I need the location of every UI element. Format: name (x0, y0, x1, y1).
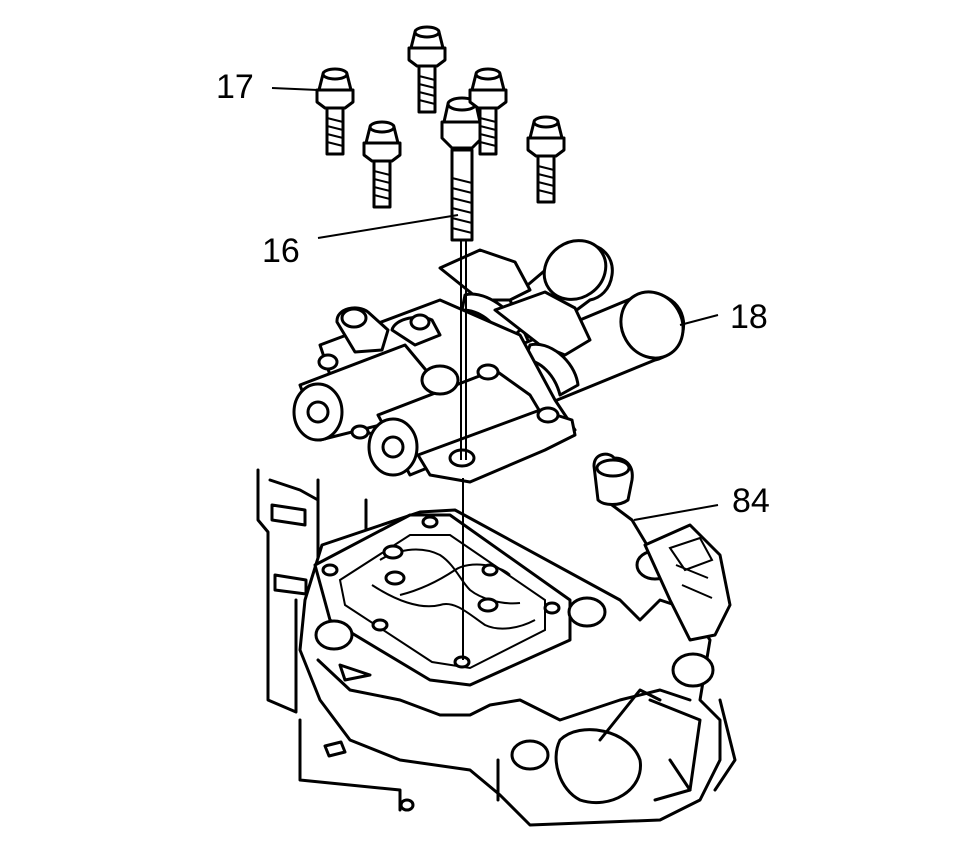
callout-18: 18 (730, 298, 768, 336)
wiring-connector (592, 452, 732, 642)
solenoid-assembly (292, 239, 686, 484)
leader-18 (679, 314, 719, 326)
callout-84: 84 (732, 482, 770, 520)
callout-16: 16 (262, 232, 300, 270)
leader-lines (271, 87, 719, 521)
short-bolt (526, 115, 566, 204)
callout-17: 17 (216, 68, 254, 106)
short-bolt (468, 67, 508, 156)
callouts: 17 16 18 84 (216, 68, 770, 520)
short-bolts (315, 25, 566, 209)
short-bolt (407, 25, 447, 114)
valve-body-case (256, 468, 737, 827)
short-bolt (362, 120, 402, 209)
leader-16 (317, 214, 459, 239)
short-bolt (315, 67, 355, 156)
leader-17 (271, 87, 319, 91)
leader-84 (633, 504, 719, 521)
